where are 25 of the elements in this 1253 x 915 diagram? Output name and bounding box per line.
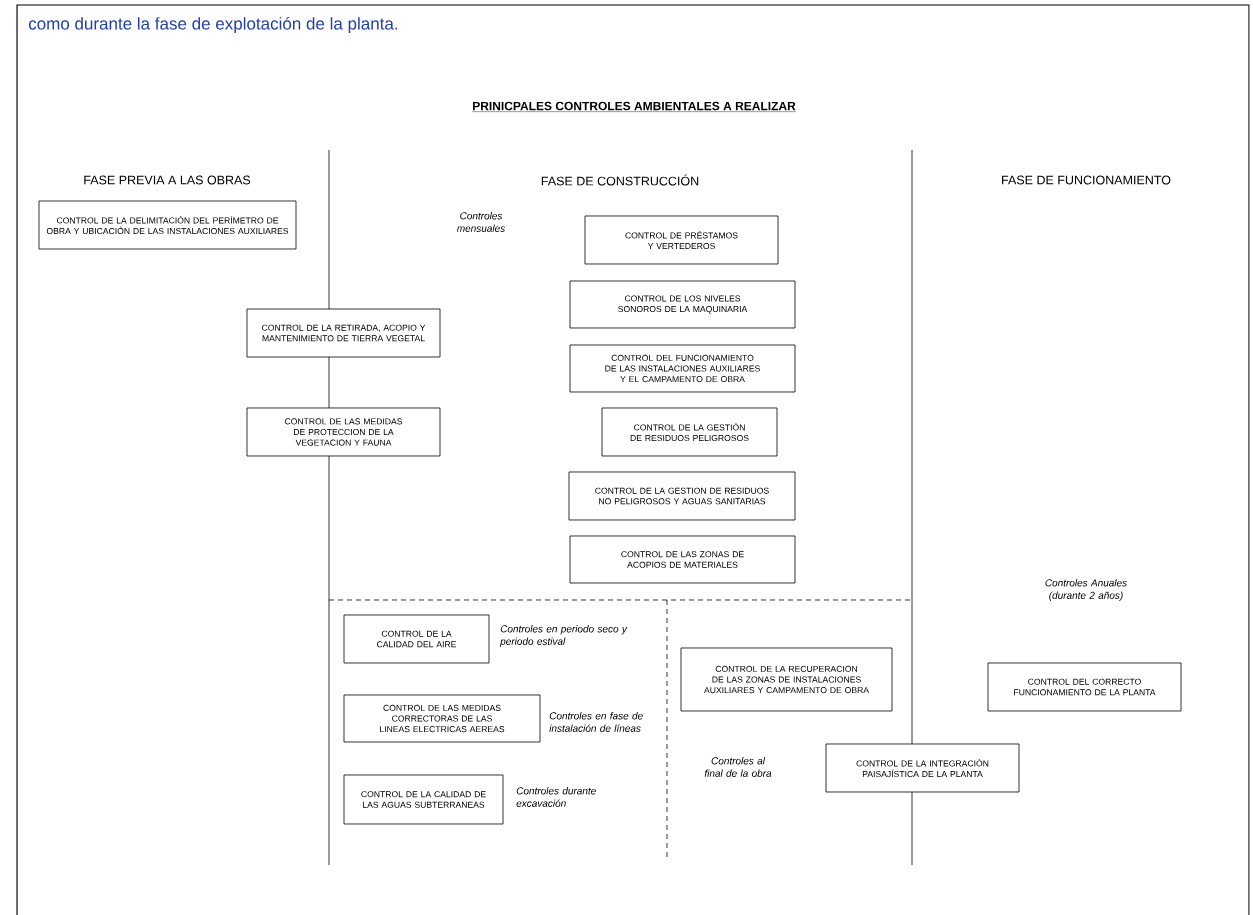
title: PRINICPALES CONTROLES AMBIENTALES A REALIZAR xyxy=(472,101,796,112)
phase-heading: FASE DE FUNCIONAMIENTO xyxy=(1002,175,1171,185)
control-box: CONTROL DE LA RECUPERACION DE LAS ZONAS DE INSTALACIONES AUXILIARES Y CAMPAMENTO DE OBRA xyxy=(680,647,893,712)
control-box: CONTROL DE LA CALIDAD DE LAS AGUAS SUBTERRANEAS xyxy=(343,774,504,825)
control-box: CONTROL DE LA GESTIÓN DE RESIDUOS PELIGROSOS xyxy=(601,407,778,457)
note-text: Controles Anuales (durante 2 años) xyxy=(1045,579,1127,601)
phase-heading: FASE DE CONSTRUCCIÓN xyxy=(541,174,699,186)
control-box: CONTROL DE LAS ZONAS DE ACOPIOS DE MATERIALES xyxy=(569,535,796,584)
control-box: CONTROL DE LA DELIMITACIÓN DEL PERÍMETRO DE OBRA Y UBICACIÓN DE LAS INSTALACIONES AUXILIARES xyxy=(38,200,297,250)
note-text: Controles en periodo seco y periodo estival xyxy=(499,625,628,647)
control-box: CONTROL DE LAS MEDIDAS DE PROTECCION DE LA VEGETACION Y FAUNA xyxy=(246,407,441,457)
intro-text: como durante la fase de explotación de la planta. xyxy=(28,17,398,33)
control-box: CONTROL DE LA RETIRADA, ACOPIO Y MANTENIMIENTO DE TIERRA VEGETAL xyxy=(246,308,441,358)
phase-heading: FASE PREVIA A LAS OBRAS xyxy=(84,175,251,185)
control-box: CONTROL DE LAS MEDIDAS CORRECTORAS DE LAS LINEAS ELECTRICAS AEREAS xyxy=(343,694,541,743)
note-text: Controles al final de la obra xyxy=(704,757,772,777)
control-box: CONTROL DE LA CALIDAD DEL AIRE xyxy=(343,614,490,664)
note-text: Controles durante excavación xyxy=(516,787,596,807)
control-box: CONTROL DE PRÉSTAMOS Y VERTEDEROS xyxy=(584,215,779,265)
note-text: Controles mensuales xyxy=(457,212,505,232)
control-box: CONTROL DEL CORRECTO FUNCIONAMIENTO DE LA PLANTA xyxy=(987,662,1182,712)
control-box: CONTROL DE LOS NIVELES SONOROS DE LA MAQUINARIA xyxy=(569,280,796,329)
control-box: CONTROL DEL FUNCIONAMIENTO DE LAS INSTALACIONES AUXILIARES Y EL CAMPAMENTO DE OBRA xyxy=(569,344,796,393)
control-box: CONTROL DE LA GESTION DE RESIDUOS NO PELIGROSOS Y AGUAS SANITARIAS xyxy=(568,471,796,521)
control-box: CONTROL DE LA INTEGRACIÓN PAISAJÍSTICA DE LA PLANTA xyxy=(825,743,1020,793)
